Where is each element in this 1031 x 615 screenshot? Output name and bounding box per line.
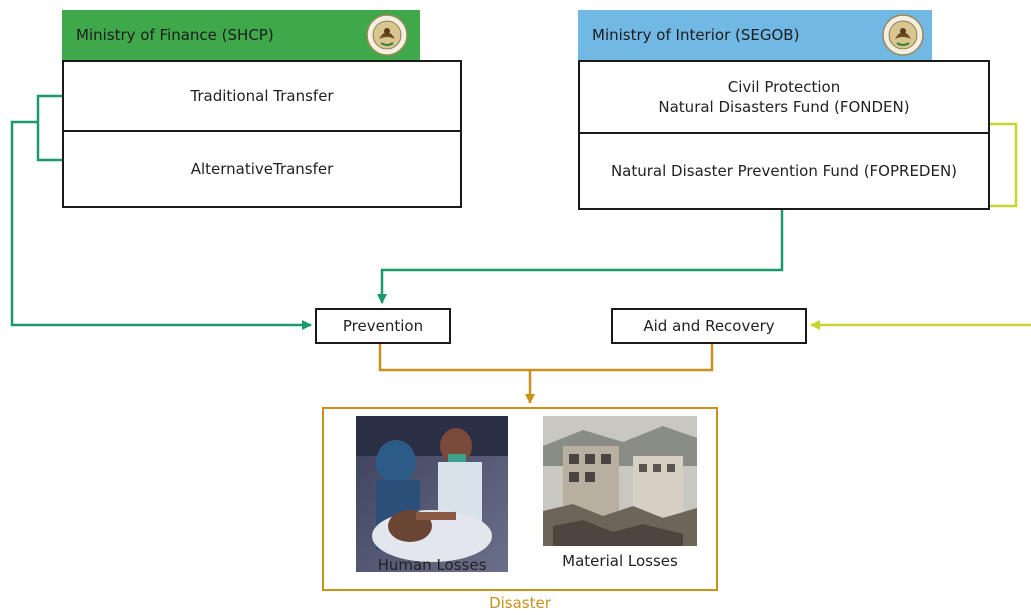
interior-header-label: Ministry of Interior (SEGOB) bbox=[592, 26, 800, 44]
finance-header-label: Ministry of Finance (SHCP) bbox=[76, 26, 274, 44]
interior-bracket-line bbox=[990, 122, 1018, 208]
mexican-seal-icon bbox=[878, 13, 928, 57]
aid-recovery-box: Aid and Recovery bbox=[611, 308, 807, 344]
finance-item-label: Traditional Transfer bbox=[190, 87, 334, 105]
material-losses-photo bbox=[543, 416, 697, 546]
material-losses-caption: Material Losses bbox=[562, 552, 678, 570]
finance-traditional-transfer: Traditional Transfer bbox=[62, 60, 462, 132]
finance-item-label: AlternativeTransfer bbox=[190, 160, 334, 178]
interior-fonden: Civil Protection Natural Disasters Fund … bbox=[578, 60, 990, 134]
mexican-seal-icon bbox=[362, 13, 412, 57]
interior-item-label: Civil Protection Natural Disasters Fund … bbox=[658, 78, 910, 116]
finance-to-prevention-arrow bbox=[10, 120, 312, 330]
finance-header: Ministry of Finance (SHCP) bbox=[62, 10, 420, 60]
flows-to-disaster-line bbox=[378, 343, 714, 372]
human-losses-caption: Human Losses bbox=[377, 556, 487, 574]
aid-recovery-label: Aid and Recovery bbox=[643, 317, 775, 335]
interior-header: Ministry of Interior (SEGOB) bbox=[578, 10, 932, 60]
human-losses-photo bbox=[356, 416, 508, 572]
disaster-frame bbox=[322, 407, 718, 591]
interior-fopreden: Natural Disaster Prevention Fund (FOPRED… bbox=[578, 132, 990, 210]
prevention-box: Prevention bbox=[315, 308, 451, 344]
prevention-label: Prevention bbox=[342, 317, 424, 335]
finance-bracket-line bbox=[36, 94, 62, 162]
interior-to-prevention-arrow bbox=[377, 210, 784, 304]
finance-alternative-transfer: AlternativeTransfer bbox=[62, 130, 462, 208]
disaster-label: Disaster bbox=[489, 594, 551, 612]
interior-item-label: Natural Disaster Prevention Fund (FOPRED… bbox=[610, 162, 958, 180]
